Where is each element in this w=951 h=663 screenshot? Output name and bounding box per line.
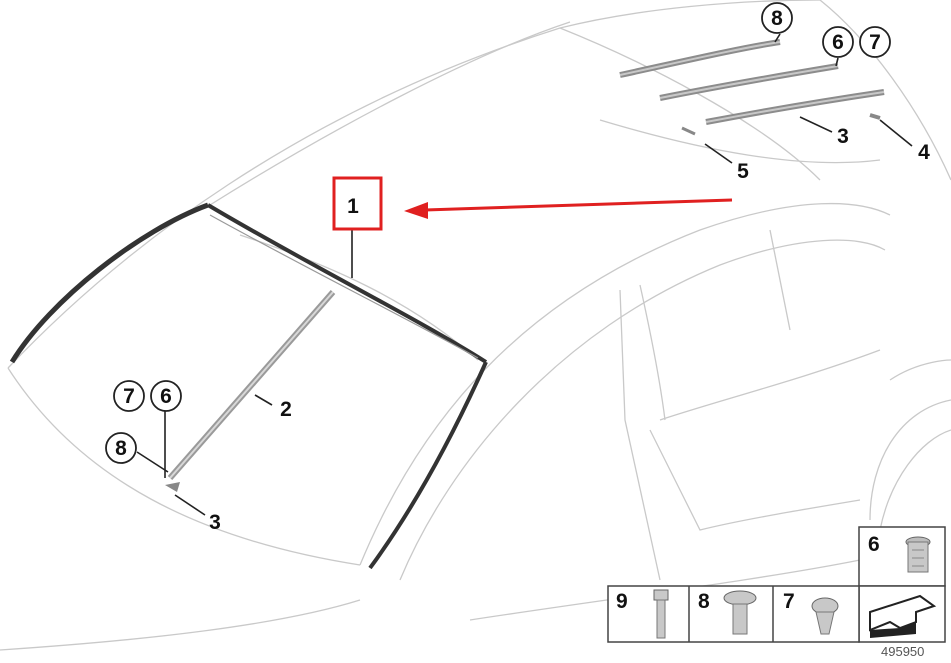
callout-top-6[interactable]: 6 bbox=[822, 26, 854, 58]
svg-text:7: 7 bbox=[869, 31, 881, 54]
legend-box-arrow bbox=[858, 585, 946, 643]
svg-text:8: 8 bbox=[771, 7, 783, 30]
svg-text:8: 8 bbox=[115, 437, 127, 460]
direction-arrow-icon bbox=[869, 594, 937, 638]
callout-left-7[interactable]: 7 bbox=[113, 380, 145, 412]
windshield-seal bbox=[9, 202, 488, 570]
rivet-nut-icon bbox=[905, 536, 931, 573]
legend-box-6: 6 bbox=[858, 526, 946, 587]
roof-trim-strips bbox=[619, 39, 885, 136]
svg-text:8: 8 bbox=[698, 590, 710, 613]
red-arrow bbox=[404, 198, 733, 219]
callout-top-8[interactable]: 8 bbox=[761, 2, 793, 34]
leader-lines bbox=[136, 33, 913, 516]
a-pillar-trim bbox=[165, 290, 336, 492]
callout-main-1[interactable]: 1 bbox=[347, 195, 359, 218]
bolt-9-icon bbox=[653, 589, 669, 639]
bolt-8-icon bbox=[723, 590, 757, 635]
callout-left-6[interactable]: 6 bbox=[150, 380, 182, 412]
legend-box-fasteners: 9 8 7 bbox=[607, 585, 860, 643]
svg-text:6: 6 bbox=[160, 385, 172, 408]
callout-top-3[interactable]: 3 bbox=[837, 125, 849, 148]
callout-top-5[interactable]: 5 bbox=[737, 160, 749, 183]
callout-bottom-3[interactable]: 3 bbox=[209, 511, 221, 534]
highlight-box bbox=[332, 176, 383, 231]
svg-text:9: 9 bbox=[616, 590, 628, 613]
screw-7-icon bbox=[811, 597, 839, 635]
svg-text:7: 7 bbox=[783, 590, 795, 613]
svg-text:7: 7 bbox=[123, 385, 135, 408]
svg-text:6: 6 bbox=[868, 533, 880, 556]
callout-left-8[interactable]: 8 bbox=[105, 432, 137, 464]
diagram-id: 495950 bbox=[881, 644, 924, 659]
callout-top-4[interactable]: 4 bbox=[918, 141, 930, 164]
svg-text:6: 6 bbox=[832, 31, 844, 54]
callout-side-2[interactable]: 2 bbox=[280, 398, 292, 421]
callout-top-7[interactable]: 7 bbox=[859, 26, 891, 58]
